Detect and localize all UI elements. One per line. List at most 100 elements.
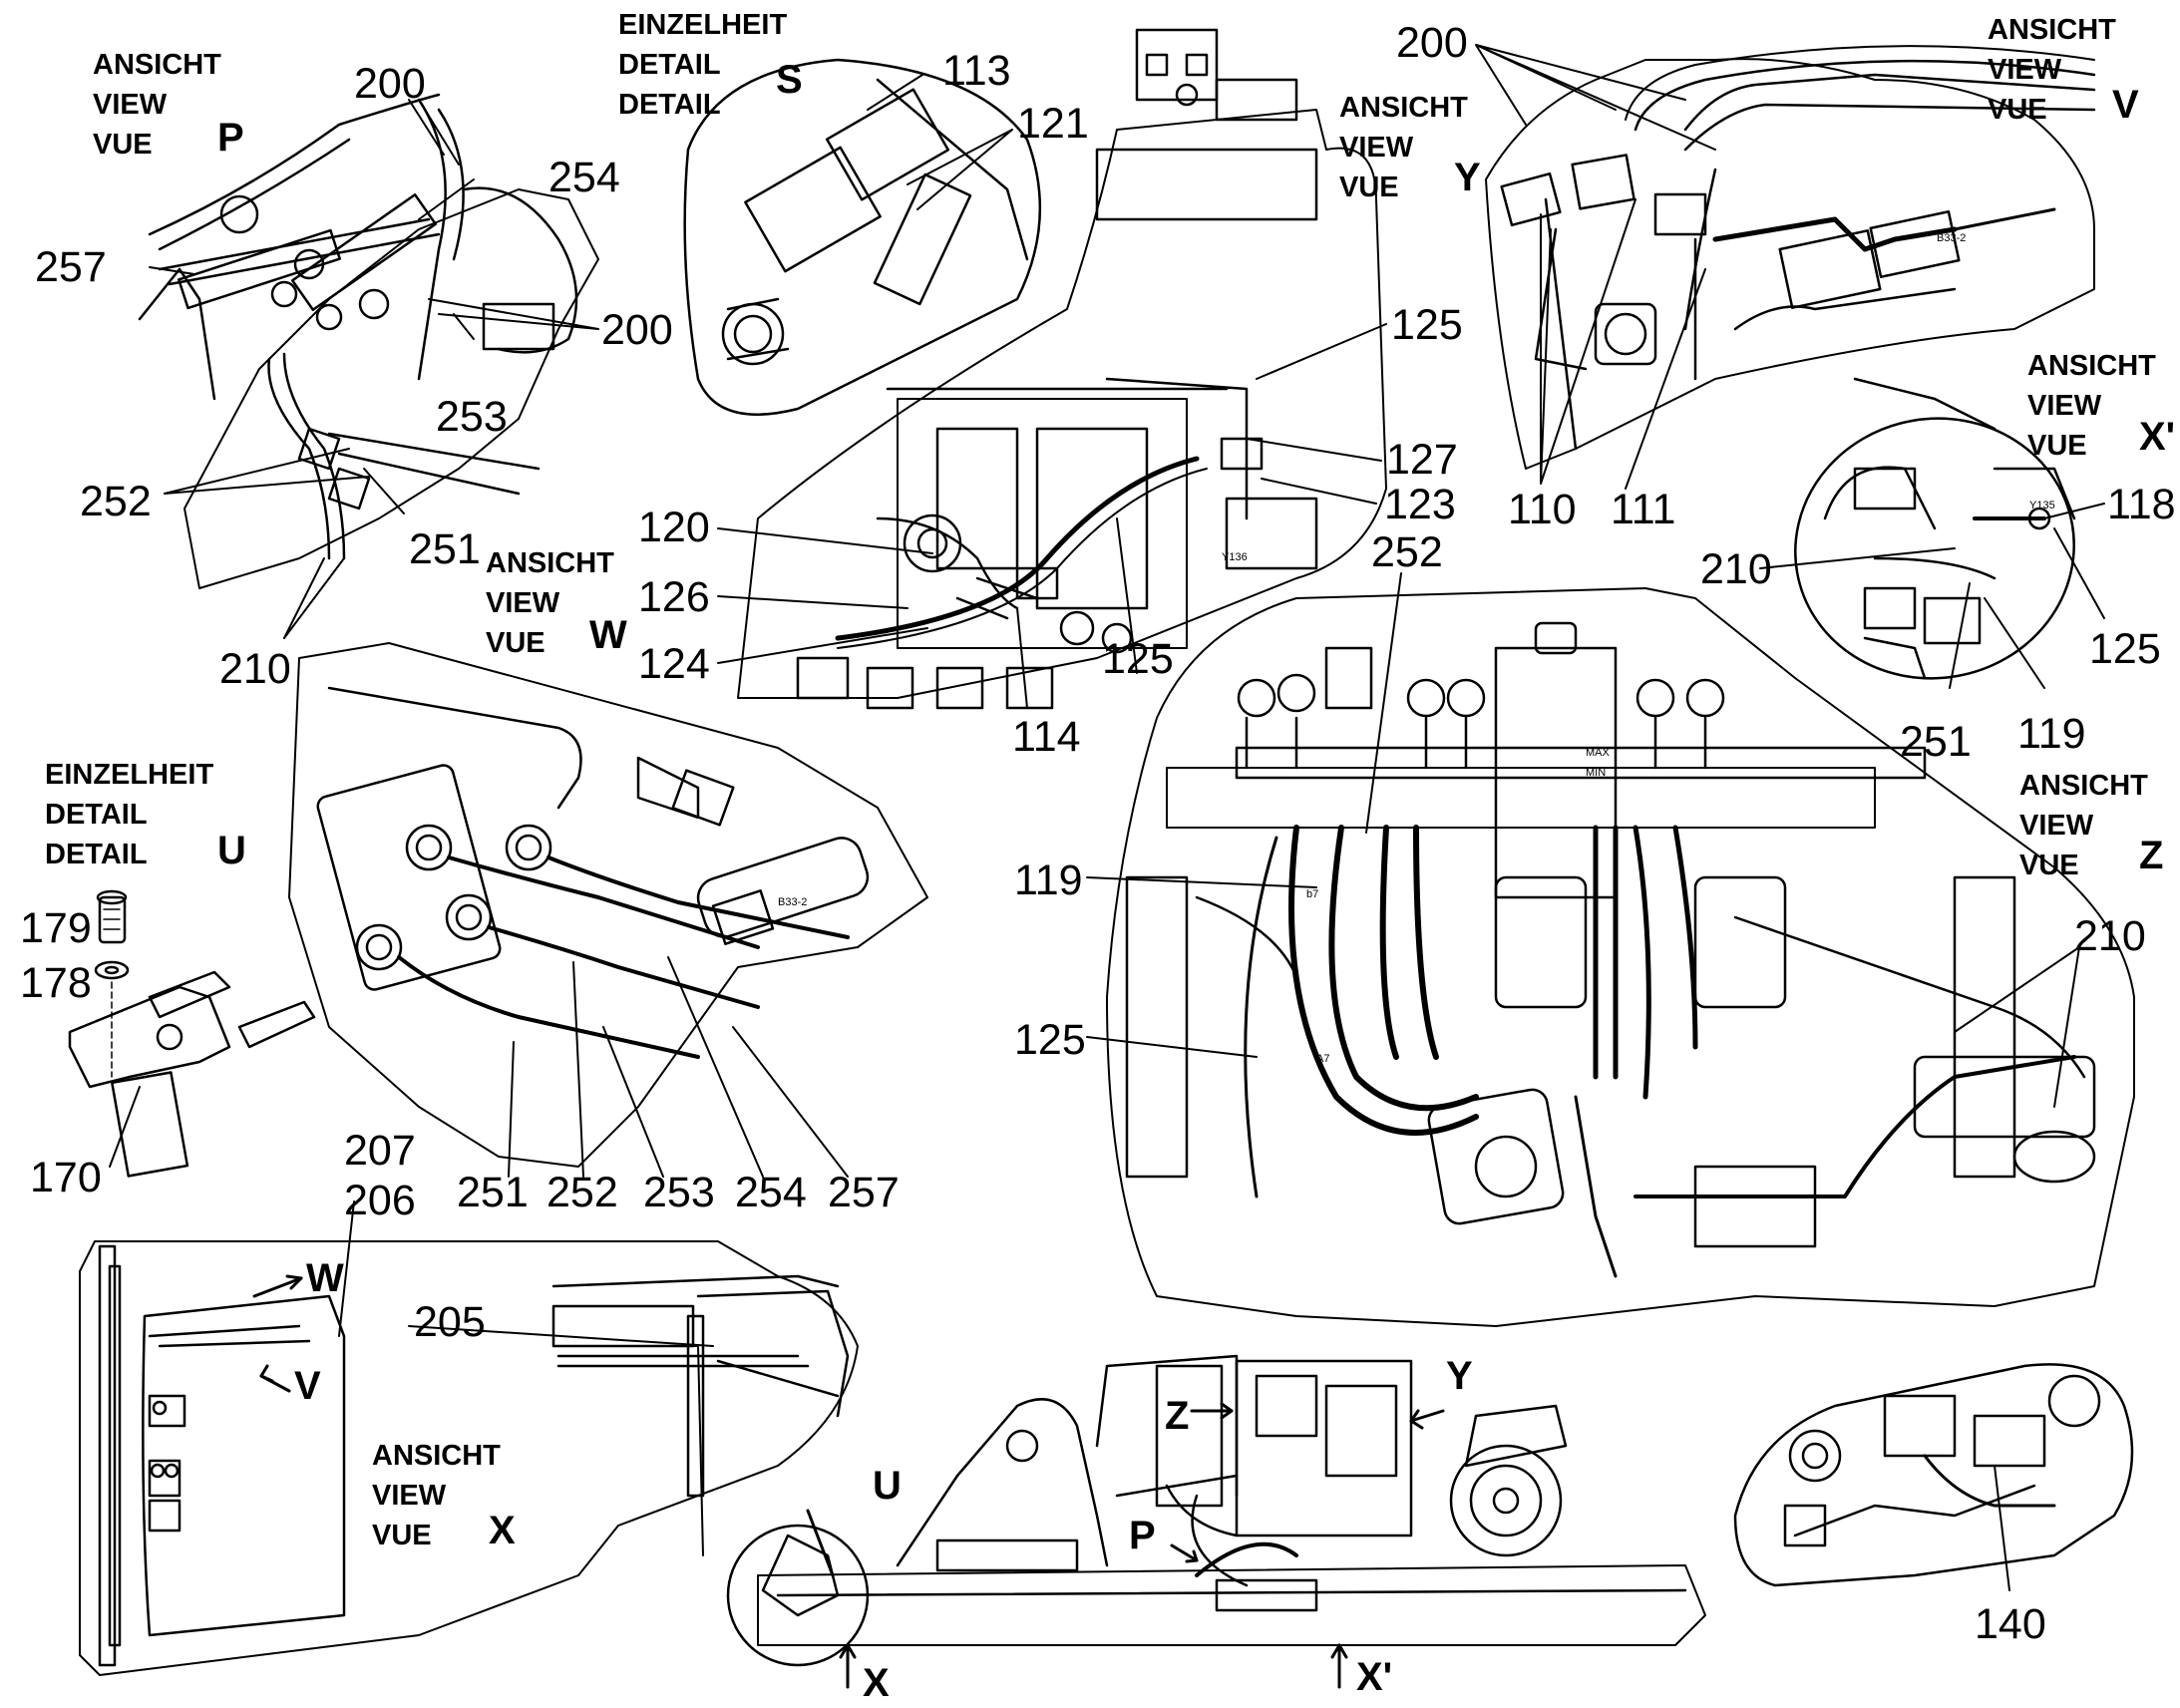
view-x-line3: VUE <box>372 1520 432 1551</box>
view-z-line3: VUE <box>2019 850 2079 881</box>
marker-p: P <box>1129 1514 1156 1557</box>
detail-s-line1: EINZELHEIT <box>618 9 788 41</box>
callout-s-127: 127 <box>1386 436 1458 484</box>
view-p-line1: ANSICHT <box>93 49 221 81</box>
mark-b33-2-top: B33-2 <box>1937 232 1966 244</box>
view-z-line2: VIEW <box>2019 810 2094 842</box>
callout-s-126: 126 <box>638 573 710 621</box>
marker-x-prime: X' <box>1356 1655 1393 1699</box>
callout-w-257: 257 <box>828 1169 900 1216</box>
view-z-drawing <box>1106 587 2135 1327</box>
view-x-line2: VIEW <box>372 1480 447 1512</box>
callout-140: 140 <box>1975 1600 2046 1648</box>
detail-s-line3: DETAIL <box>618 89 721 121</box>
view-x-prime-letter: X' <box>2139 415 2176 459</box>
view-p-letter: P <box>217 116 244 160</box>
view-v-line1: ANSICHT <box>1988 14 2116 46</box>
marker-z: Z <box>1165 1394 1190 1438</box>
view-v-letter: V <box>2112 83 2139 127</box>
view-w-letter: W <box>589 613 627 657</box>
callout-w-253: 253 <box>643 1169 715 1216</box>
detail-u-line3: DETAIL <box>45 839 148 870</box>
callout-s-123: 123 <box>1384 481 1456 528</box>
callout-z-252: 252 <box>1371 528 1443 576</box>
view-w-leaders <box>508 956 849 1178</box>
callout-u-170: 170 <box>30 1154 102 1201</box>
view-x-heading: ANSICHT VIEW VUE <box>372 1436 501 1555</box>
mark-max: MAX <box>1586 747 1611 759</box>
view-x-line1: ANSICHT <box>372 1440 501 1472</box>
view-z-letter: Z <box>2139 834 2164 877</box>
view-x-leaders <box>338 1200 714 1347</box>
view-p-drawing <box>138 93 599 589</box>
view-v-line3: VUE <box>1988 94 2047 126</box>
view-x-prime-line2: VIEW <box>2027 390 2102 422</box>
small-marks: B33-2 B33-2 Y136 Y135 b7 A7 MAX MIN <box>778 232 2055 1065</box>
view-x-drawing <box>79 1240 859 1676</box>
view-s-leaders <box>717 74 1387 709</box>
callout-w-251: 251 <box>457 1169 529 1216</box>
detail-u-line2: DETAIL <box>45 799 148 831</box>
view-y-letter: Y <box>1454 156 1481 199</box>
view-x-prime-drawing <box>1794 417 2076 680</box>
mark-y136: Y136 <box>1222 551 1248 563</box>
callout-p-200b: 200 <box>601 306 673 354</box>
callout-z-210: 210 <box>2074 912 2146 960</box>
callout-p-257: 257 <box>35 243 107 291</box>
callout-u-179: 179 <box>20 904 92 952</box>
view-arrows <box>252 1274 1445 1689</box>
view-z-heading: ANSICHT VIEW VUE <box>2019 766 2148 885</box>
view-w-heading: ANSICHT VIEW VUE <box>486 543 614 663</box>
view-v-heading: ANSICHT VIEW VUE <box>1988 10 2116 130</box>
center-top-drawing <box>737 28 1387 710</box>
callout-x-205: 205 <box>414 1298 486 1346</box>
view-140-drawing <box>1733 1363 2134 1587</box>
detail-u-leaders <box>109 1086 141 1168</box>
view-v-line2: VIEW <box>1988 54 2062 86</box>
view-w-line3: VUE <box>486 627 545 659</box>
callout-w-254: 254 <box>735 1169 807 1216</box>
view-w-line1: ANSICHT <box>486 547 614 579</box>
callout-p-253: 253 <box>436 393 508 441</box>
marker-x: X <box>863 1661 890 1705</box>
mark-y135: Y135 <box>2029 500 2055 512</box>
detail-u-line1: EINZELHEIT <box>45 759 214 791</box>
callout-s-114: 114 <box>1012 713 1081 761</box>
view-w-drawing <box>288 642 928 1168</box>
callout-p-210: 210 <box>219 645 291 693</box>
view-y-heading: ANSICHT VIEW VUE <box>1339 88 1468 207</box>
view-x-prime-leaders <box>1759 503 2105 689</box>
view-y-drawing <box>1485 45 2096 470</box>
callout-xp-125: 125 <box>2089 625 2161 673</box>
marker-y: Y <box>1446 1354 1473 1398</box>
view-y-line1: ANSICHT <box>1339 92 1468 124</box>
view-y-leaders <box>1475 44 1716 490</box>
callout-p-200: 200 <box>354 60 426 108</box>
callout-y-110: 110 <box>1508 486 1577 533</box>
detail-u-heading: EINZELHEIT DETAIL DETAIL <box>45 755 213 874</box>
view-x-prime-line3: VUE <box>2027 430 2087 462</box>
mark-b33-2-w: B33-2 <box>778 896 807 908</box>
marker-v: V <box>294 1364 321 1408</box>
view-p-line2: VIEW <box>93 89 168 121</box>
mark-min: MIN <box>1586 767 1606 779</box>
callout-s-125b: 125 <box>1102 635 1174 683</box>
view-p-line3: VUE <box>93 129 153 161</box>
callout-x-207: 207 <box>344 1127 416 1175</box>
detail-s-line2: DETAIL <box>618 49 721 81</box>
view-140-leaders <box>1994 1465 2010 1591</box>
view-p-leaders <box>149 99 599 639</box>
callout-x-206: 206 <box>344 1177 416 1224</box>
main-machine-drawing <box>726 1354 1706 1667</box>
callout-xp-119: 119 <box>2017 710 2086 758</box>
mark-a7: A7 <box>1316 1053 1329 1065</box>
view-p-heading: ANSICHT VIEW VUE <box>93 45 221 165</box>
marker-u: U <box>873 1464 902 1508</box>
view-x-letter: X <box>489 1509 516 1552</box>
callout-u-178: 178 <box>20 959 92 1007</box>
callout-p-251: 251 <box>409 525 481 573</box>
callout-xp-210: 210 <box>1700 545 1772 593</box>
callout-w-252: 252 <box>546 1169 618 1216</box>
detail-u-letter: U <box>217 829 246 872</box>
